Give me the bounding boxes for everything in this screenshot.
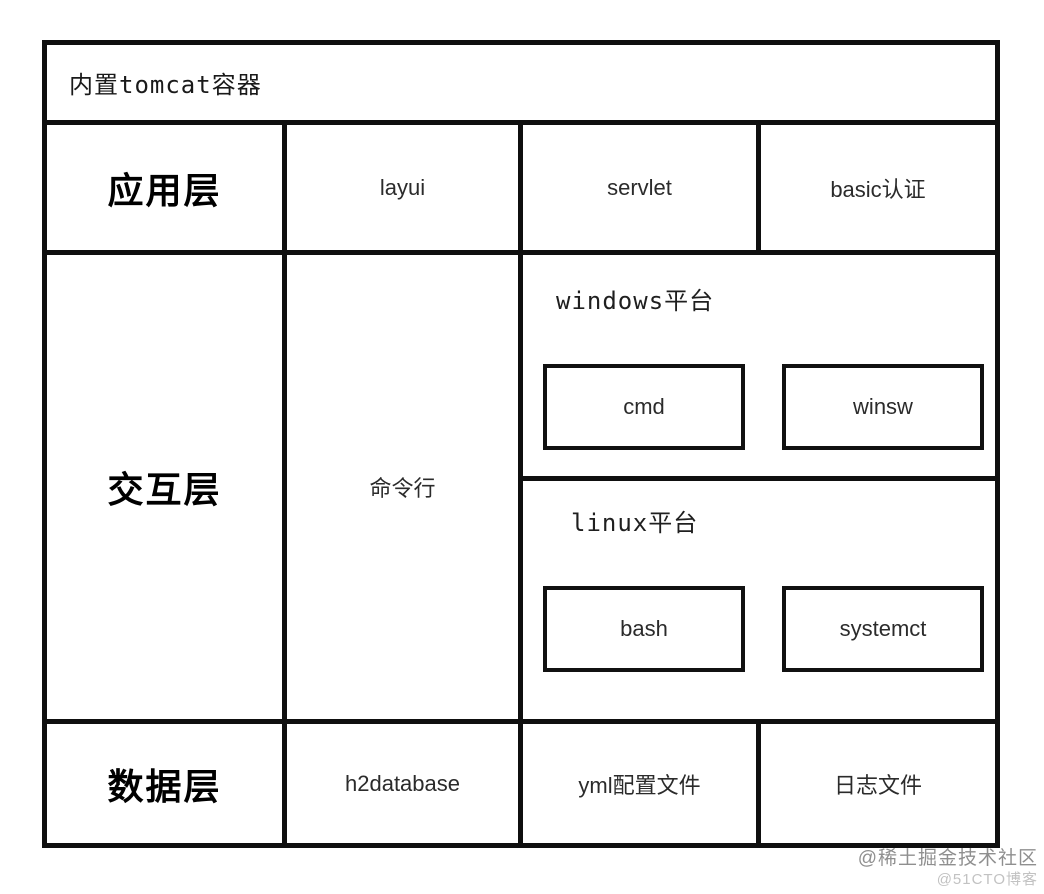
linux-platform-label: linux平台 xyxy=(571,509,699,537)
cell-h2database: h2database xyxy=(287,724,523,843)
data-layer-header: 数据层 xyxy=(47,724,287,843)
platforms-cell: windows平台 cmd winsw linux平台 bash systemc… xyxy=(523,255,995,719)
architecture-diagram: 内置tomcat容器 应用层 layui servlet basic认证 交互层… xyxy=(42,40,1000,848)
interaction-layer-header: 交互层 xyxy=(47,255,287,719)
windows-platform-section: windows平台 cmd winsw xyxy=(523,255,995,481)
linux-platform-boxes: bash systemct xyxy=(543,586,995,672)
diagram-title: 内置tomcat容器 xyxy=(47,45,995,125)
application-layer-header: 应用层 xyxy=(47,125,287,250)
row-interaction-layer: 交互层 命令行 windows平台 cmd winsw linux平台 bash… xyxy=(47,255,995,724)
cell-yml-config: yml配置文件 xyxy=(523,724,761,843)
watermark-juejin: @稀土掘金技术社区 xyxy=(857,848,1038,869)
row-data-layer: 数据层 h2database yml配置文件 日志文件 xyxy=(47,724,995,843)
windows-platform-label: windows平台 xyxy=(556,287,715,315)
row-application-layer: 应用层 layui servlet basic认证 xyxy=(47,125,995,255)
linux-platform-section: linux平台 bash systemct xyxy=(523,481,995,719)
cell-command-line: 命令行 xyxy=(287,255,523,719)
systemct-box: systemct xyxy=(782,586,984,672)
cell-servlet: servlet xyxy=(523,125,761,250)
cell-layui: layui xyxy=(287,125,523,250)
watermark-51cto: @51CTO博客 xyxy=(936,871,1038,888)
cell-basic-auth: basic认证 xyxy=(830,176,926,202)
winsw-box: winsw xyxy=(782,364,984,450)
cell-log-file: 日志文件 xyxy=(833,772,922,798)
windows-platform-boxes: cmd winsw xyxy=(543,364,995,450)
bash-box: bash xyxy=(543,586,745,672)
cmd-box: cmd xyxy=(543,364,745,450)
